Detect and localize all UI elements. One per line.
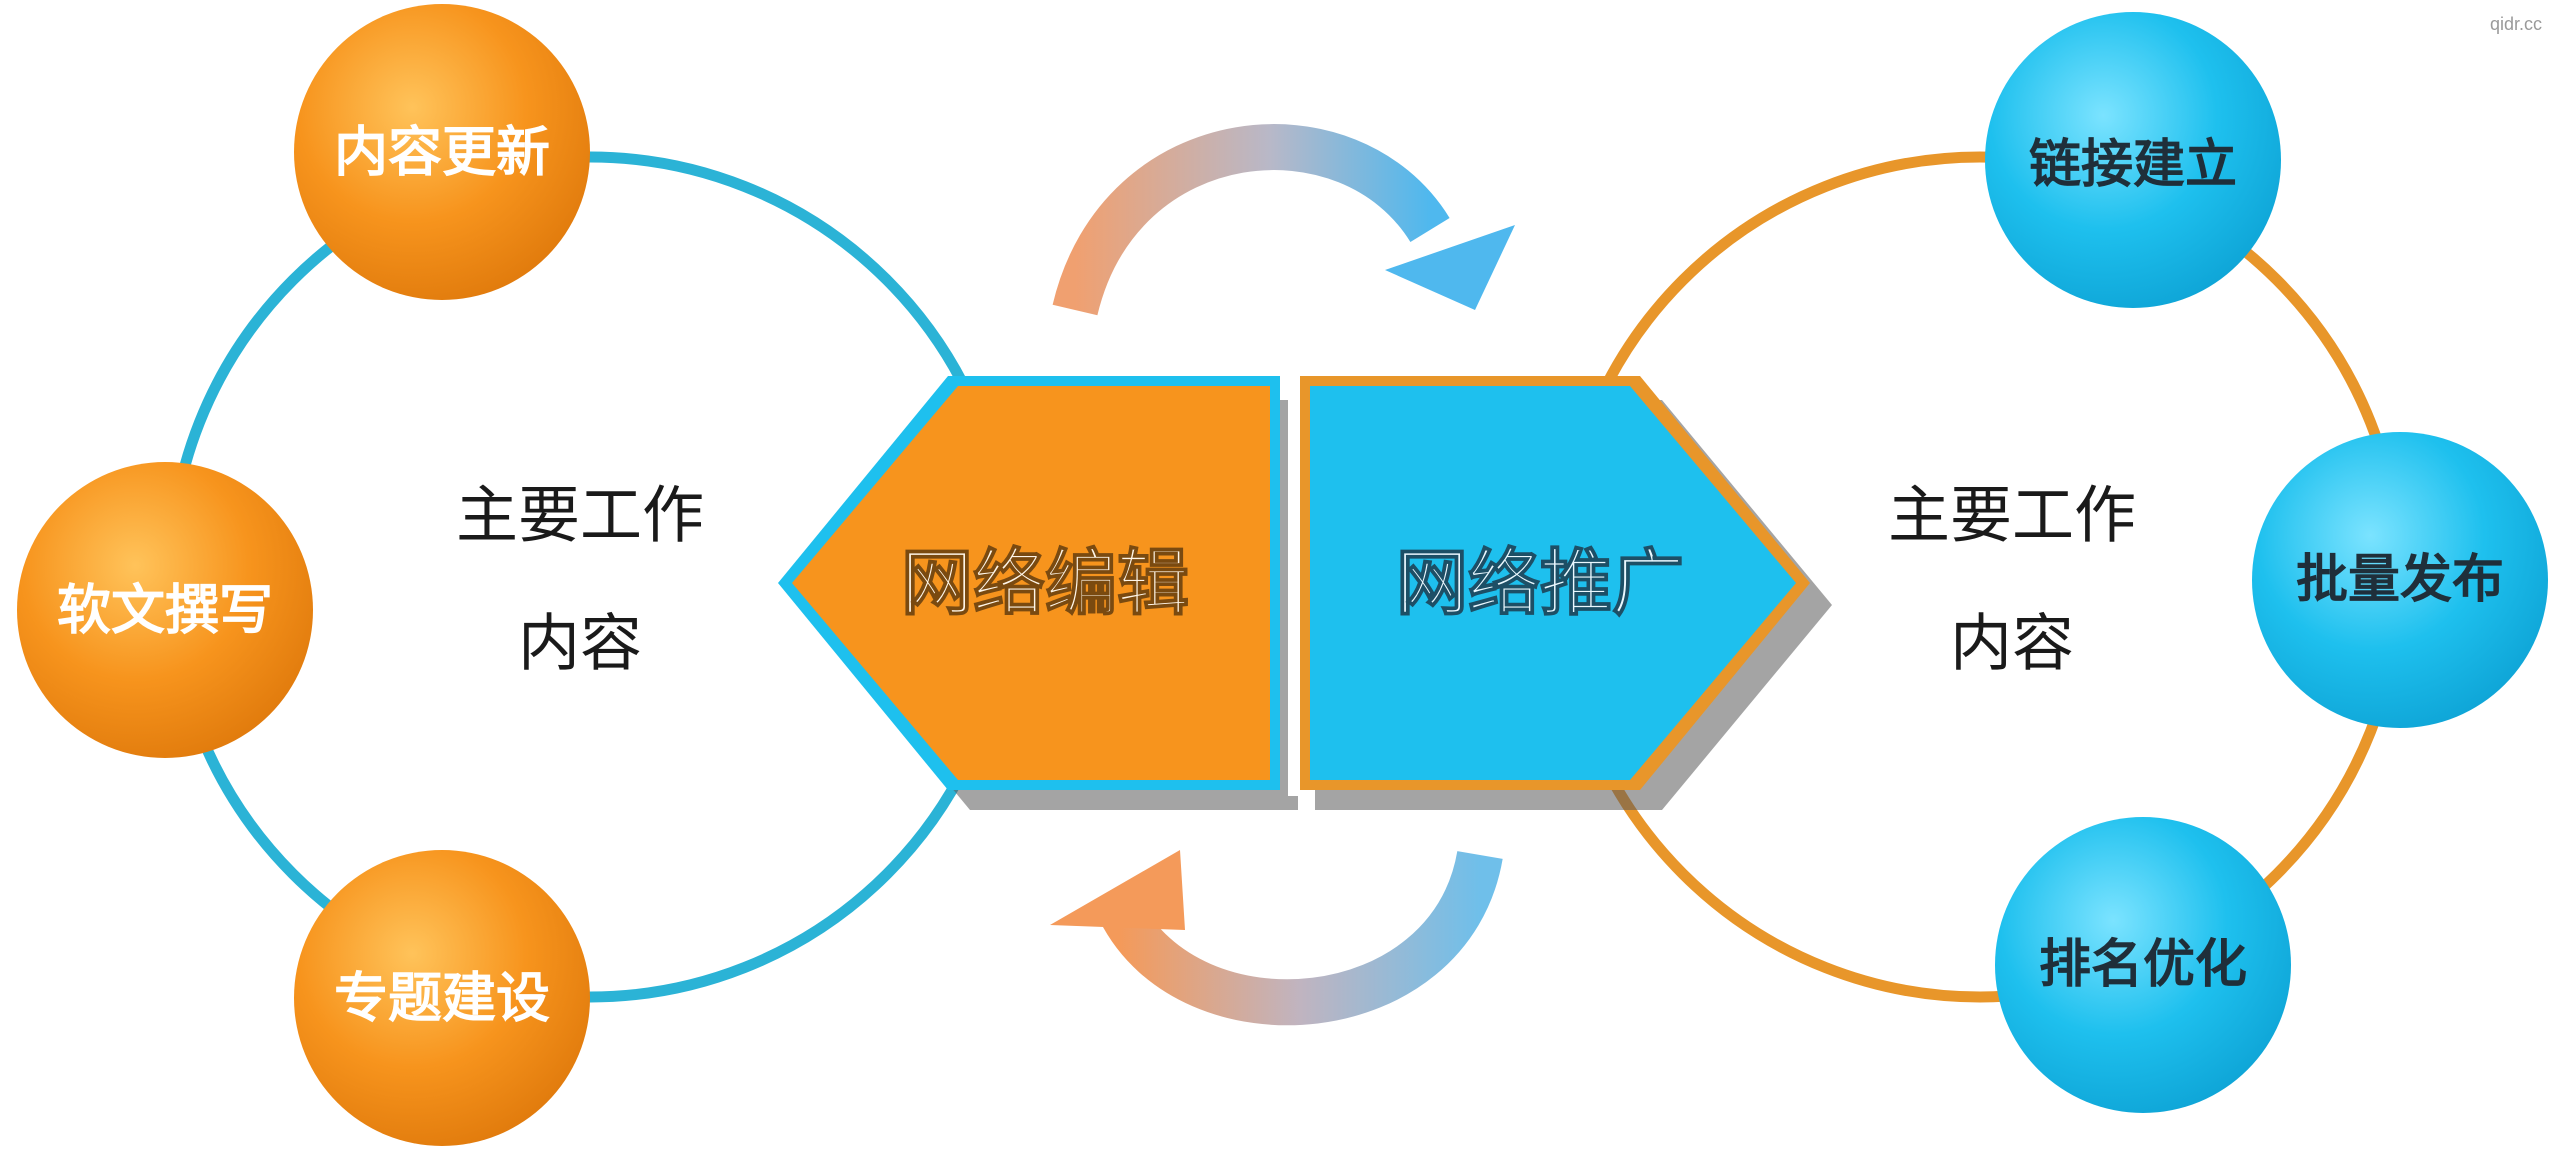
node-article-writing <box>17 462 313 758</box>
node-topic-building <box>294 850 590 1146</box>
node-bulk-publishing <box>2252 432 2548 728</box>
node-label-bulk-publishing: 批量发布 <box>2296 550 2504 610</box>
node-label-topic-building: 专题建设 <box>334 967 550 1030</box>
right-center-subtitle: 内容 <box>1950 607 2074 680</box>
node-label-content-update: 内容更新 <box>334 121 550 184</box>
hub-network-promotion <box>1300 376 1832 810</box>
bottom-arrow <box>1050 850 1503 1026</box>
left-center-subtitle: 内容 <box>518 607 642 680</box>
node-label-link-building: 链接建立 <box>2029 135 2237 195</box>
watermark: qidr.cc <box>2489 14 2542 34</box>
node-label-article-writing: 软文撰写 <box>57 579 273 642</box>
hub-label-left: 网络编辑 <box>901 541 1189 625</box>
node-link-building <box>1985 12 2281 308</box>
hub-divider <box>1288 376 1300 796</box>
right-center-title: 主要工作 <box>1888 479 2136 552</box>
node-content-update <box>294 4 590 300</box>
hub-network-editing <box>778 376 1298 810</box>
left-center-title: 主要工作 <box>456 479 704 552</box>
top-arrow <box>1052 124 1515 316</box>
hub-label-right: 网络推广 <box>1396 541 1684 625</box>
node-label-ranking-optimization: 排名优化 <box>2039 935 2247 995</box>
node-ranking-optimization <box>1995 817 2291 1113</box>
